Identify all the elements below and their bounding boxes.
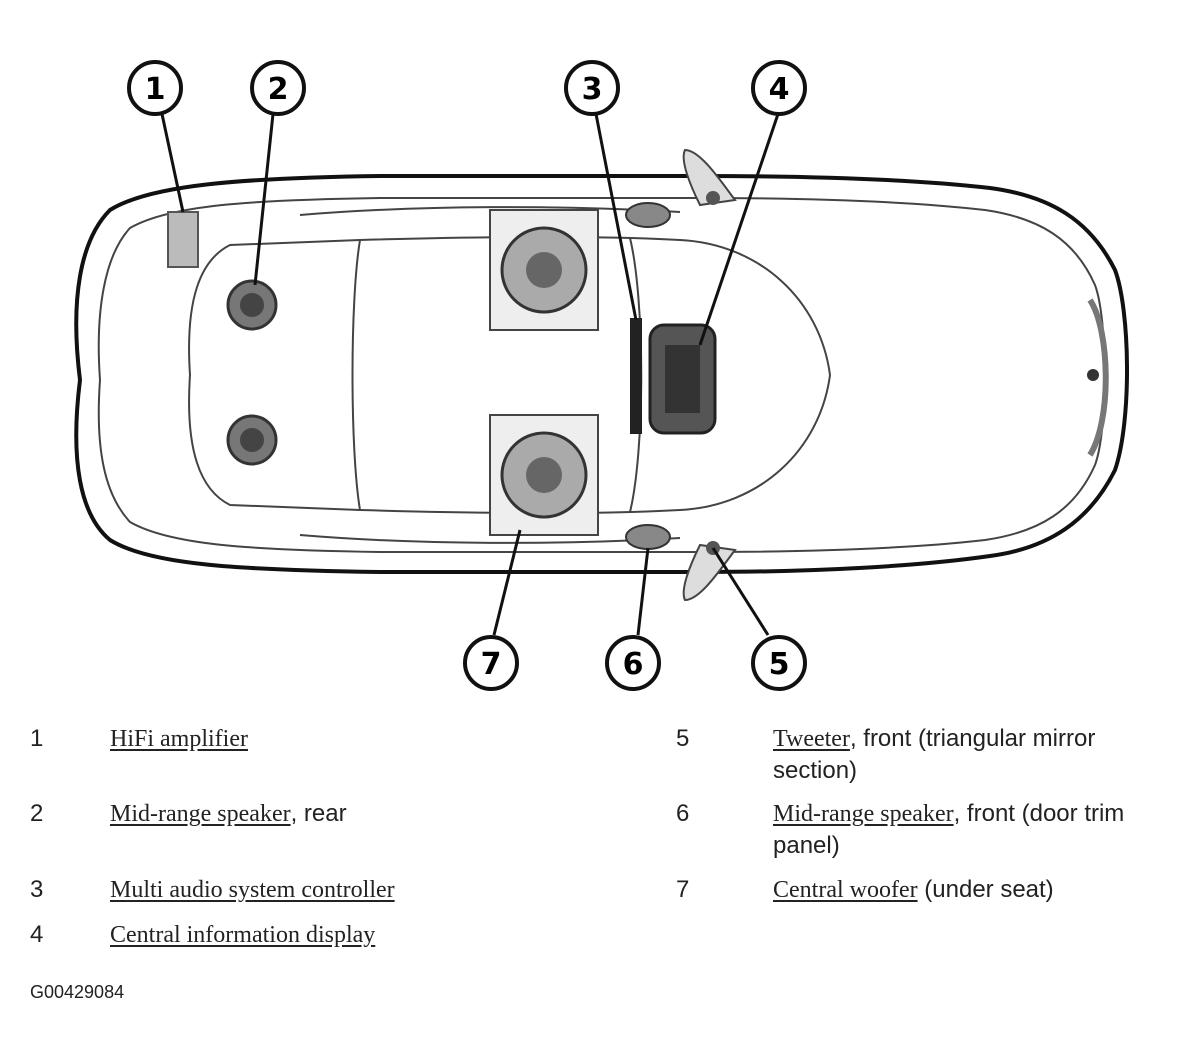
callout-1: 1 xyxy=(127,60,183,116)
legend-label: Mid-range speaker, front (door trim pane… xyxy=(773,798,1173,862)
legend-label: Multi audio system controller xyxy=(110,874,630,906)
legend-detail: , rear xyxy=(290,800,347,827)
legend-number: 5 xyxy=(676,725,690,752)
central-display-component xyxy=(648,323,717,435)
legend-detail: , front (door trim panel) xyxy=(773,800,1125,859)
svg-text:2: 2 xyxy=(268,72,289,107)
svg-text:6: 6 xyxy=(623,647,644,682)
central-woofer-component xyxy=(489,209,599,536)
car-body xyxy=(74,174,1129,574)
callout-2: 2 xyxy=(250,60,306,116)
svg-text:4: 4 xyxy=(769,72,790,107)
legend-label: HiFi amplifier xyxy=(110,723,630,755)
callout-7: 7 xyxy=(463,635,519,691)
legend-number: 3 xyxy=(30,876,44,903)
svg-text:3: 3 xyxy=(582,72,603,107)
legend-number: 6 xyxy=(676,800,690,827)
legend-number: 4 xyxy=(30,921,44,948)
car-body-inner xyxy=(97,148,1109,602)
legend-label: Mid-range speaker, rear xyxy=(110,798,630,830)
legend-term: Multi audio system controller xyxy=(110,877,395,903)
legend-term: HiFi amplifier xyxy=(110,726,248,752)
callout-5: 5 xyxy=(751,635,807,691)
svg-text:7: 7 xyxy=(481,647,502,682)
legend-number: 7 xyxy=(676,876,690,903)
svg-text:5: 5 xyxy=(769,647,790,682)
legend-term: Mid-range speaker xyxy=(773,801,954,827)
audio-controller-component xyxy=(630,318,642,434)
rear-speaker-component xyxy=(226,279,278,466)
legend-term: Central information display xyxy=(110,922,376,948)
legend-label: Central woofer (under seat) xyxy=(773,874,1173,906)
legend-number: 1 xyxy=(30,725,44,752)
hifi-amplifier-component xyxy=(167,211,199,268)
leader-lines xyxy=(160,113,780,636)
callout-3: 3 xyxy=(564,60,620,116)
legend-detail: , front (triangular mirror section) xyxy=(773,725,1096,784)
legend-label: Central information display xyxy=(110,919,630,951)
legend-term: Tweeter xyxy=(773,726,850,752)
legend-label: Tweeter, front (triangular mirror sectio… xyxy=(773,723,1173,787)
svg-text:1: 1 xyxy=(145,72,166,107)
legend-term: Mid-range speaker xyxy=(110,801,291,827)
figure-code: G00429084 xyxy=(30,982,125,1002)
legend-term: Central woofer xyxy=(773,877,918,903)
callout-6: 6 xyxy=(605,635,661,691)
legend-detail: (under seat) xyxy=(917,876,1054,903)
car-audio-diagram: 1 2 3 4 5 6 7 xyxy=(74,60,1129,691)
legend-number: 2 xyxy=(30,800,44,827)
callout-4: 4 xyxy=(751,60,807,116)
